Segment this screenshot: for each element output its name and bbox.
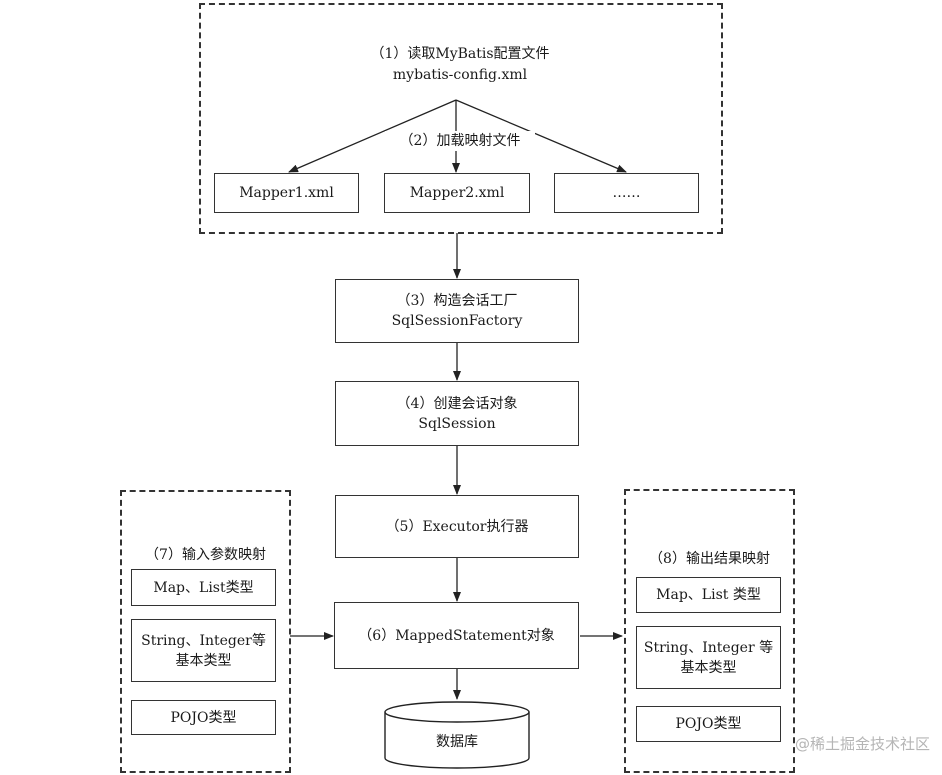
output-string-integer-label: String、Integer 等 [643,639,774,656]
mapper-more-box: …… [554,173,699,213]
input-basic-types-box: String、Integer等 基本类型 [131,619,276,682]
step1-title: （1）读取MyBatis配置文件 [370,46,550,62]
input-mapping-group [120,490,291,773]
input-map-list-label: Map、List类型 [153,579,254,596]
step4-class: SqlSession [418,415,496,432]
watermark: @稀土掘金技术社区 [794,735,930,753]
output-mapping-title: （8）输出结果映射 [649,551,770,567]
output-basic-types-box: String、Integer 等 基本类型 [636,626,781,689]
input-mapping-title: （7）输入参数映射 [145,547,266,563]
output-pojo-label: POJO类型 [675,716,742,732]
output-mapping-group [624,489,795,773]
config-group [199,3,723,234]
output-map-list-box: Map、List 类型 [636,577,781,613]
step3-class: SqlSessionFactory [391,313,523,329]
mapper2-box: Mapper2.xml [384,173,530,213]
step3-box: （3）构造会话工厂 SqlSessionFactory [335,279,579,343]
output-pojo-box: POJO类型 [636,706,781,742]
mapper2-label: Mapper2.xml [409,185,505,201]
database-label: 数据库 [436,734,478,750]
input-pojo-box: POJO类型 [131,700,276,735]
input-basic-types-label: 基本类型 [175,652,232,669]
step2-label: （2）加载映射文件 [385,131,535,151]
step4-box: （4）创建会话对象 SqlSession [335,381,579,446]
output-basic-types-label: 基本类型 [680,659,737,676]
step1-filename: mybatis-config.xml [392,67,528,83]
step5-title: （5）Executor执行器 [385,518,529,535]
step6-box: （6）MappedStatement对象 [334,602,579,669]
arrow-to-mapper3 [455,99,627,173]
step4-title: （4）创建会话对象 [396,395,518,412]
mapper1-label: Mapper1.xml [239,185,334,201]
mapper1-box: Mapper1.xml [214,173,359,213]
step5-box: （5）Executor执行器 [335,495,579,558]
database-cylinder [384,701,530,769]
arrow-to-mapper1 [288,99,457,173]
step3-title: （3）构造会话工厂 [396,293,518,309]
input-string-integer-label: String、Integer等 [141,632,266,649]
input-map-list-box: Map、List类型 [131,569,276,606]
input-pojo-label: POJO类型 [170,709,237,726]
step6-title: （6）MappedStatement对象 [358,627,555,644]
output-map-list-label: Map、List 类型 [656,587,761,603]
mapper-more-label: …… [612,185,641,201]
